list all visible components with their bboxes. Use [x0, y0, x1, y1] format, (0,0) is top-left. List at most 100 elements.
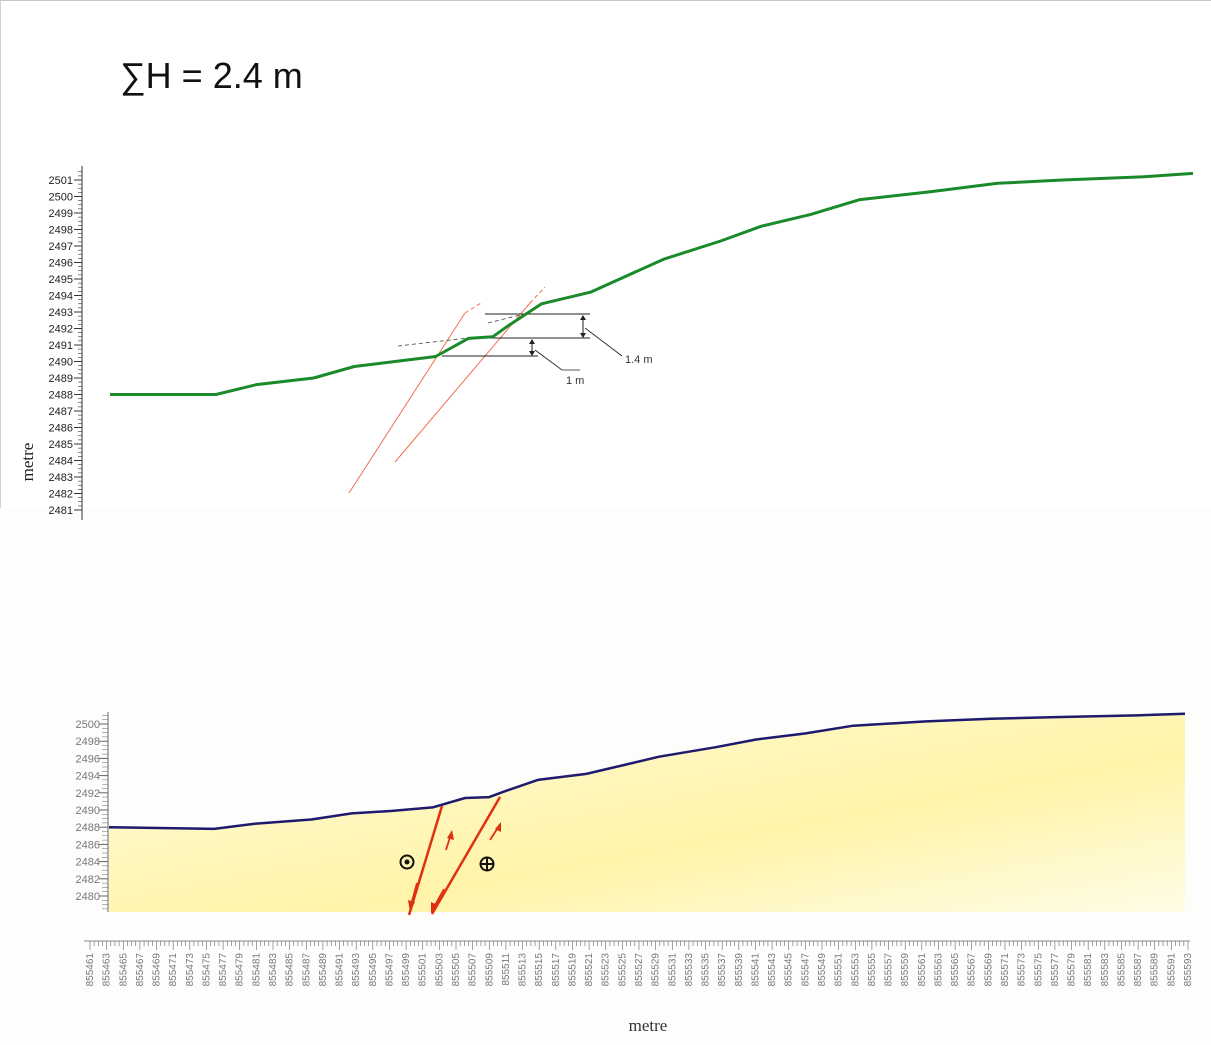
x-tick-label: 855553 — [850, 953, 861, 987]
x-tick-label: 855523 — [601, 953, 612, 987]
top-y-tick-label: 2496 — [49, 258, 73, 270]
bottom-y-tick-label: 2498 — [76, 736, 100, 748]
fault-guide-line-left — [348, 312, 466, 494]
x-tick-label: 855489 — [318, 953, 329, 987]
x-tick-label: 855593 — [1183, 953, 1194, 987]
top-y-tick-label: 2488 — [49, 390, 73, 402]
x-tick-label: 855487 — [301, 953, 312, 987]
x-tick-label: 855461 — [85, 953, 96, 987]
x-tick-label: 855561 — [917, 953, 928, 987]
top-y-tick-label: 2500 — [49, 192, 73, 204]
x-tick-label: 855565 — [950, 953, 961, 987]
x-tick-label: 855541 — [750, 953, 761, 987]
x-tick-label: 855473 — [185, 953, 196, 987]
top-y-tick-label: 2492 — [49, 324, 73, 336]
x-tick-label: 855467 — [135, 953, 146, 987]
out-of-page-symbol — [399, 854, 415, 870]
x-tick-label: 855483 — [268, 953, 279, 987]
x-tick-label: 855465 — [118, 953, 129, 987]
x-tick-label: 855469 — [152, 953, 163, 987]
x-tick-label: 855507 — [468, 953, 479, 987]
x-tick-label: 855475 — [201, 953, 212, 987]
bottom-y-tick-label: 2500 — [76, 719, 100, 731]
x-tick-label: 855543 — [767, 953, 778, 987]
x-tick-label: 855573 — [1017, 953, 1028, 987]
x-tick-label: 855577 — [1050, 953, 1061, 987]
top-profile-line — [110, 171, 1194, 396]
offset-arrowheads-upper — [580, 315, 586, 338]
top-y-axis-label: metre — [18, 443, 37, 482]
top-y-tick-label: 2497 — [49, 241, 73, 253]
fault-guide-dash-right — [529, 286, 546, 304]
top-y-tick-label: 2482 — [49, 489, 73, 501]
bottom-y-tick-label: 2482 — [76, 874, 100, 886]
title: ∑H = 2.4 m — [120, 55, 303, 97]
top-y-tick-label: 2489 — [49, 373, 73, 385]
x-tick-label: 855497 — [384, 953, 395, 987]
top-y-tick-label: 2484 — [49, 456, 73, 468]
x-tick-label: 855551 — [834, 953, 845, 987]
slip-arrowhead-up-left — [447, 830, 454, 840]
out-of-page-symbol-dot — [404, 859, 410, 865]
x-tick-label: 855581 — [1083, 953, 1094, 987]
x-tick-label: 855531 — [667, 953, 678, 987]
x-tick-label: 855529 — [651, 953, 662, 987]
x-tick-label: 855585 — [1116, 953, 1127, 987]
top-y-tick-label: 2495 — [49, 274, 73, 286]
bottom-y-tick-label: 2488 — [76, 822, 100, 834]
top-y-tick-label: 2483 — [49, 472, 73, 484]
x-tick-label: 855491 — [335, 953, 346, 987]
title-text: ∑H = 2.4 m — [120, 55, 303, 96]
x-tick-label: 855527 — [634, 953, 645, 987]
x-tick-label: 855571 — [1000, 953, 1011, 987]
slip-arrowhead-up-right — [495, 822, 501, 832]
top-y-tick-label: 2486 — [49, 423, 73, 435]
x-tick-label: 855519 — [567, 953, 578, 987]
x-tick-label: 855545 — [784, 953, 795, 987]
fault-guide-dash-left — [464, 302, 482, 314]
fault-line-right — [430, 796, 502, 915]
x-tick-label: 855535 — [701, 953, 712, 987]
x-tick-label: 855495 — [368, 953, 379, 987]
x-tick-label: 855505 — [451, 953, 462, 987]
x-tick-label: 855569 — [983, 953, 994, 987]
top-y-tick-label: 2490 — [49, 357, 73, 369]
x-tick-label: 855567 — [967, 953, 978, 987]
top-panel: 2481248224832484248524862487248824892490… — [18, 166, 1194, 520]
into-page-symbol-cross — [480, 857, 494, 871]
top-y-tick-label: 2493 — [49, 307, 73, 319]
bottom-y-tick-label: 2484 — [76, 857, 100, 869]
slip-arrowhead-down-left — [408, 900, 415, 912]
fault-line-left — [407, 805, 444, 916]
x-tick-label: 855515 — [534, 953, 545, 987]
x-tick-label: 855517 — [551, 953, 562, 987]
slope-projection-lower — [397, 337, 469, 347]
x-tick-label: 855587 — [1133, 953, 1144, 987]
bottom-y-tick-label: 2496 — [76, 753, 100, 765]
offset-label-upper: 1.4 m — [625, 354, 653, 366]
bottom-y-tick-label: 2492 — [76, 788, 100, 800]
x-tick-label: 855575 — [1033, 953, 1044, 987]
bottom-y-tick-label: 2486 — [76, 839, 100, 851]
x-tick-label: 855525 — [617, 953, 628, 987]
x-tick-label: 855559 — [900, 953, 911, 987]
x-tick-label: 855479 — [235, 953, 246, 987]
x-tick-label: 855583 — [1100, 953, 1111, 987]
offset-arrowheads-lower — [529, 339, 535, 356]
x-tick-label: 855511 — [501, 953, 512, 986]
x-tick-label: 855503 — [434, 953, 445, 987]
top-y-tick-label: 2491 — [49, 340, 73, 352]
leader-line-lower — [534, 349, 563, 371]
x-tick-label: 855557 — [884, 953, 895, 987]
bottom-profile-line — [108, 712, 1186, 831]
x-tick-label: 855537 — [717, 953, 728, 987]
x-tick-label: 855471 — [168, 953, 179, 987]
top-y-tick-label: 2501 — [49, 175, 73, 187]
x-tick-label: 855579 — [1067, 953, 1078, 987]
x-tick-label: 855463 — [102, 953, 113, 987]
slip-arrowhead-down-right — [431, 902, 438, 913]
leader-line-upper — [584, 327, 623, 357]
x-tick-label: 855547 — [800, 953, 811, 987]
top-y-tick-label: 2487 — [49, 406, 73, 418]
